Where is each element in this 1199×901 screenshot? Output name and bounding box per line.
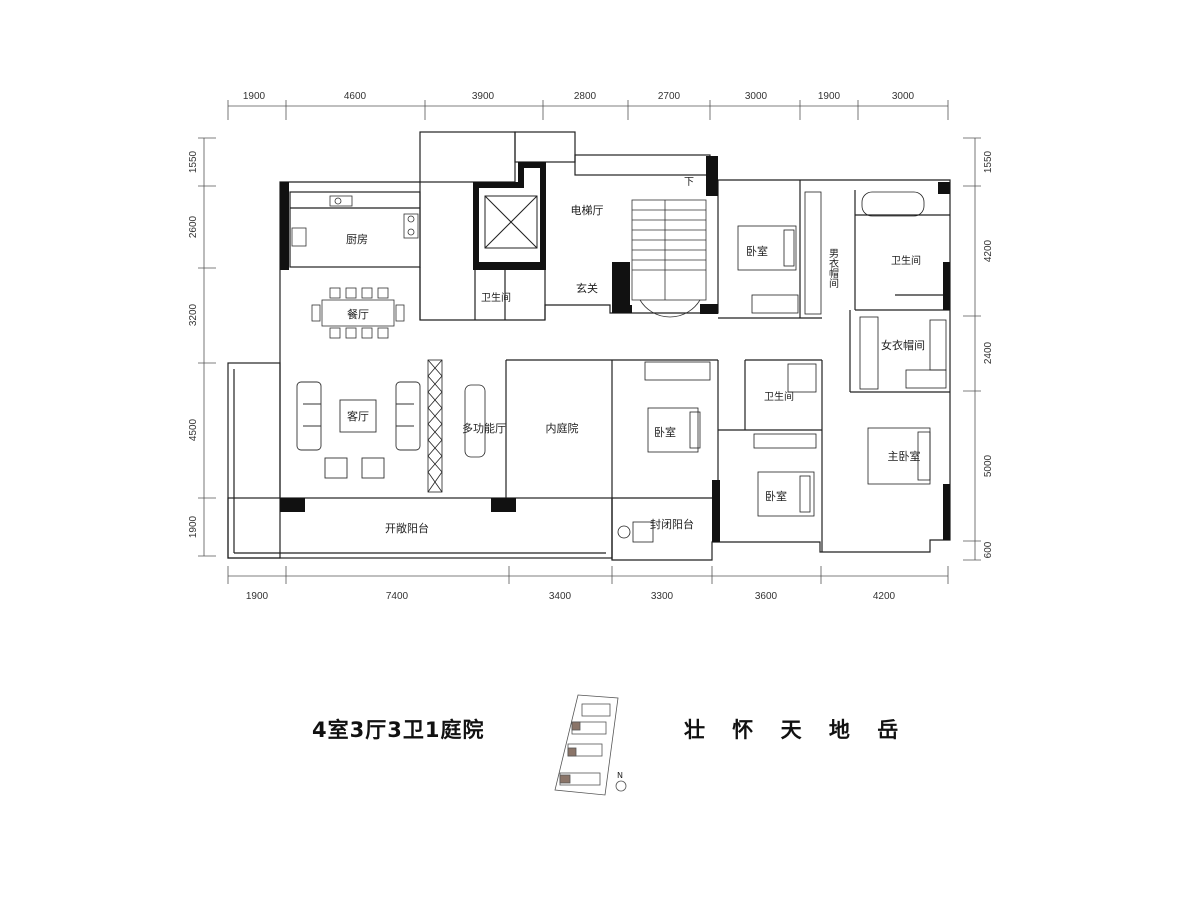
bottom-dim-5: 3600: [755, 591, 778, 602]
room-label-bedroom-1: 卧室: [746, 244, 768, 258]
room-label-bathroom-2: 卫生间: [764, 390, 794, 403]
room-label-multifunction: 多功能厅: [462, 421, 506, 435]
living-sofas: [296, 381, 421, 479]
room-label-foyer: 玄关: [576, 281, 598, 295]
room-label-womens-closet: 女衣帽间: [881, 338, 925, 352]
bottom-dim-3: 3400: [549, 591, 572, 602]
right-dim-2: 4200: [983, 239, 994, 262]
room-label-closed-balcony: 封闭阳台: [650, 517, 694, 531]
room-label-living: 客厅: [347, 409, 369, 423]
partition-shelf: [427, 359, 486, 493]
right-dim-5: 600: [983, 541, 994, 558]
left-dim-3: 3200: [188, 303, 199, 326]
room-label-elevator-hall: 电梯厅: [571, 204, 604, 217]
right-dim-1: 1550: [983, 150, 994, 173]
right-dim-4: 5000: [983, 454, 994, 477]
top-dim-2: 4600: [344, 91, 367, 102]
room-label-kitchen: 厨房: [346, 233, 368, 246]
bottom-dim-4: 3300: [651, 591, 674, 602]
room-label-courtyard: 内庭院: [546, 421, 579, 435]
top-dim-3: 3900: [472, 91, 495, 102]
left-dim-4: 4500: [188, 418, 199, 441]
layout-caption: 4室3厅3卫1庭院: [312, 718, 485, 742]
right-dim-3: 2400: [983, 341, 994, 364]
left-dimension-line: [198, 137, 216, 557]
stair-down-label: 下: [684, 177, 694, 188]
room-label-bedroom-2: 卧室: [654, 425, 676, 439]
bedroom-furniture: [617, 191, 947, 543]
top-dim-5: 2700: [658, 91, 681, 102]
walls: [227, 131, 951, 561]
room-label-bathroom-3: 卫生间: [891, 254, 921, 267]
elevator: [484, 195, 538, 249]
room-label-mens-closet: 男衣帽间: [827, 248, 839, 289]
top-dim-4: 2800: [574, 91, 597, 102]
left-dim-2: 2600: [188, 215, 199, 238]
north-label: N: [617, 771, 623, 780]
project-caption: 壮 怀 天 地 岳: [684, 718, 909, 742]
top-dim-7: 1900: [818, 91, 841, 102]
bottom-dimension-line: [227, 566, 949, 584]
room-label-dining: 餐厅: [347, 307, 369, 321]
room-label-master-bedroom: 主卧室: [888, 449, 921, 463]
left-dim-1: 1550: [188, 150, 199, 173]
top-dimension-line: [227, 100, 949, 120]
dining-table: [311, 287, 405, 339]
top-dim-8: 3000: [892, 91, 915, 102]
room-label-bathroom-1: 卫生间: [481, 291, 511, 304]
structural-columns: [280, 156, 950, 542]
bottom-dim-2: 7400: [386, 591, 409, 602]
left-dim-5: 1900: [188, 515, 199, 538]
room-label-open-balcony: 开敞阳台: [385, 521, 429, 535]
kitchen-fixtures: [291, 195, 419, 247]
bottom-dim-6: 4200: [873, 591, 896, 602]
top-dim-1: 1900: [243, 91, 266, 102]
staircase: [631, 199, 707, 318]
room-label-bedroom-3: 卧室: [765, 489, 787, 503]
site-keymap: [554, 694, 627, 796]
top-dim-6: 3000: [745, 91, 768, 102]
right-dimension-line: [963, 137, 981, 561]
bottom-dim-1: 1900: [246, 591, 269, 602]
